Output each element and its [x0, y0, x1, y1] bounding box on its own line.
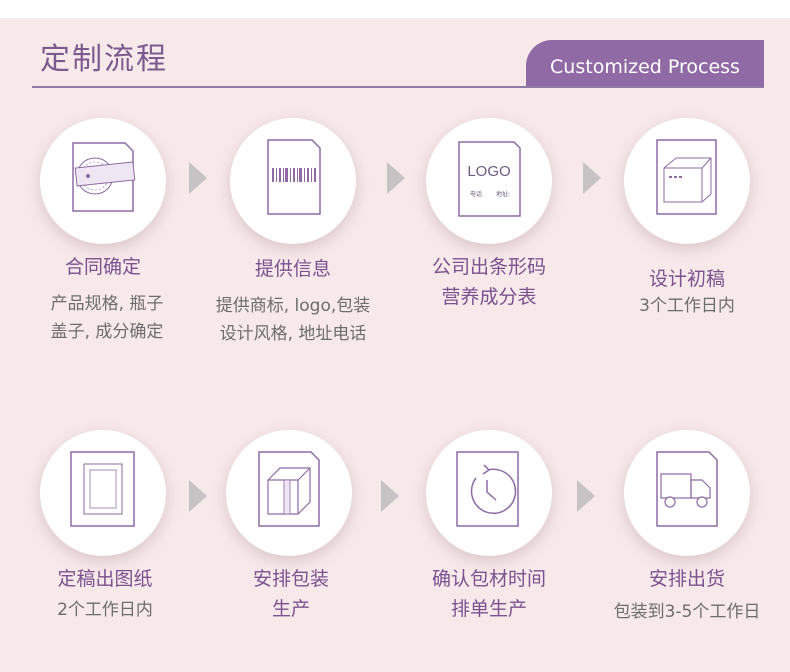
- delivery-truck-icon: [624, 430, 750, 556]
- chevron-right-icon: [189, 480, 207, 512]
- chevron-right-icon: [387, 162, 405, 194]
- step-title: 公司出条形码 营养成分表: [431, 256, 546, 308]
- step-title: 合同确定: [64, 256, 141, 278]
- step-description: 包装到3-5个工作日: [613, 602, 761, 622]
- step-title: 设计初稿: [648, 268, 725, 290]
- card-address-text: 地址:: [496, 190, 510, 198]
- step-description: 2个工作日内: [57, 600, 153, 620]
- page-title: 定制流程: [40, 42, 168, 77]
- step-description: 产品规格, 瓶子 盖子, 成分确定: [50, 294, 164, 342]
- header-divider: [32, 86, 764, 88]
- drawing-icon: [40, 430, 166, 556]
- contract-stamp-icon: [40, 118, 166, 244]
- step-title: 安排出货: [648, 568, 725, 590]
- chevron-right-icon: [583, 162, 601, 194]
- process-badge: Customized Process: [526, 40, 764, 87]
- chevron-right-icon: [189, 162, 207, 194]
- chevron-right-icon: [381, 480, 399, 512]
- logo-card-icon: LOGO 电话 地址:: [426, 118, 552, 244]
- step-description: 3个工作日内: [639, 296, 735, 316]
- step-description: 提供商标, logo,包装 设计风格, 地址电话: [215, 296, 371, 344]
- step-title: 定稿出图纸: [57, 568, 153, 590]
- card-logo-text: LOGO: [467, 163, 510, 180]
- step-title: 提供信息: [254, 258, 331, 280]
- barcode-document-icon: [230, 118, 356, 244]
- card-phone-text: 电话: [470, 190, 482, 198]
- step-title: 安排包装 生产: [252, 568, 329, 620]
- clock-icon: [426, 430, 552, 556]
- chevron-right-icon: [577, 480, 595, 512]
- box-sketch-icon: [624, 118, 750, 244]
- package-box-icon: [226, 430, 352, 556]
- step-title: 确认包材时间 排单生产: [431, 568, 546, 620]
